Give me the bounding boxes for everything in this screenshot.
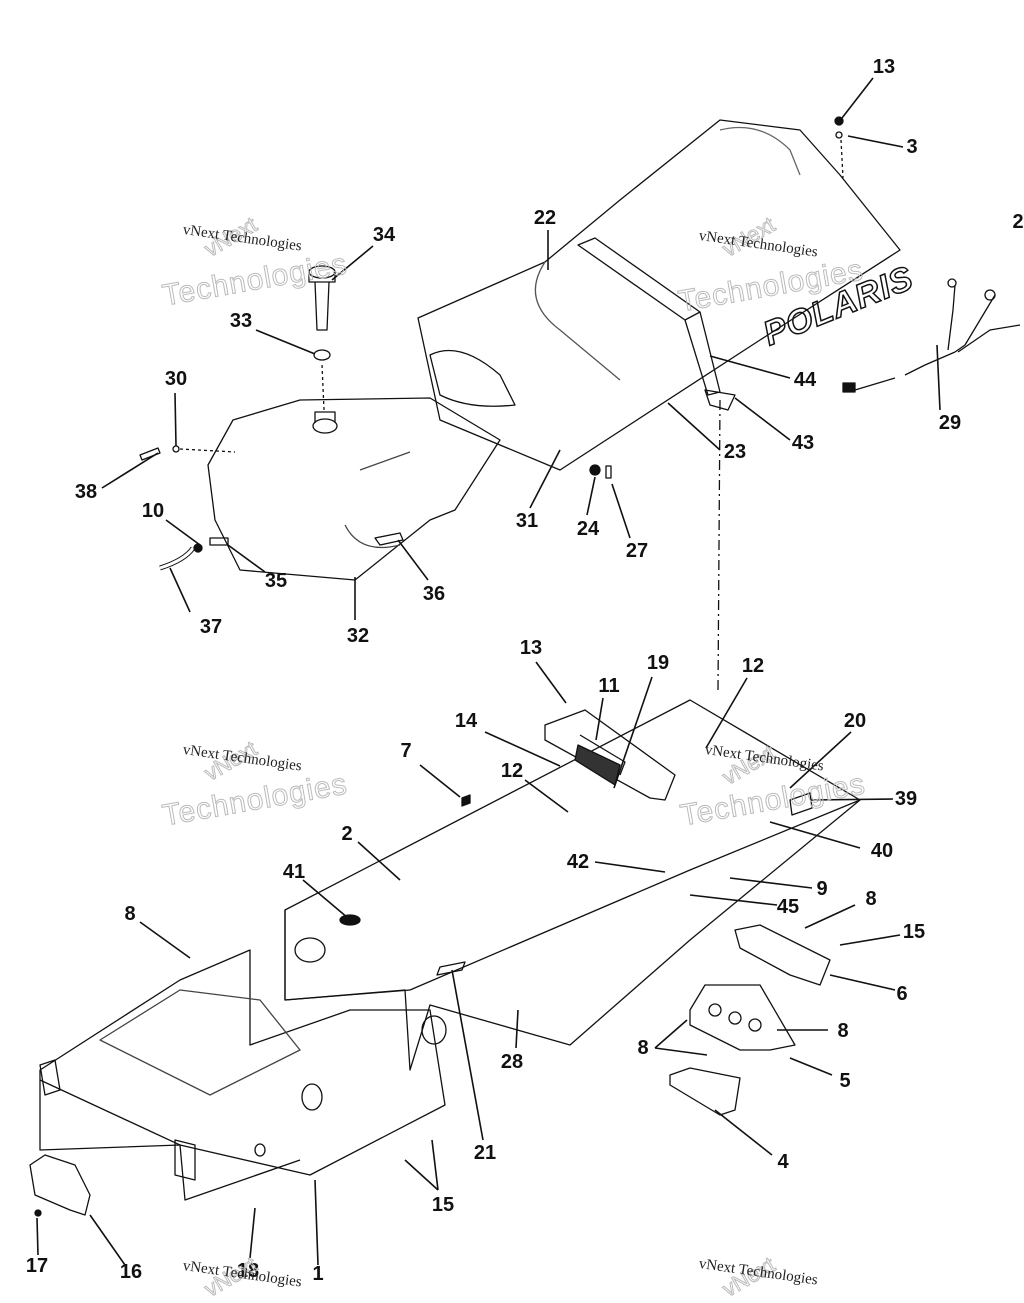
callout-32: 32	[346, 625, 370, 647]
callout-39: 39	[894, 788, 918, 810]
callout-14: 14	[454, 710, 478, 732]
callout-31: 31	[515, 510, 539, 532]
callout-30: 30	[164, 368, 188, 390]
callout-8d: 8	[637, 1037, 649, 1059]
callout-19: 19	[646, 652, 670, 674]
callout-12b: 12	[500, 760, 524, 782]
callout-15b: 15	[431, 1194, 455, 1216]
fuel-tank-part	[207, 397, 501, 581]
callout-5: 5	[839, 1070, 851, 1092]
callout-43: 43	[791, 432, 815, 454]
callout-28: 28	[500, 1051, 524, 1073]
callout-40: 40	[870, 840, 894, 862]
callout-37: 37	[199, 616, 223, 638]
callout-9: 9	[816, 878, 828, 900]
callout-8: 8	[124, 903, 136, 925]
callout-34: 34	[372, 224, 396, 246]
fuel-cap-part	[139, 265, 336, 571]
callout-4: 4	[777, 1151, 789, 1173]
callout-35: 35	[264, 570, 288, 592]
callout-12: 12	[741, 655, 765, 677]
callout-7: 7	[400, 740, 412, 762]
skid-plates-part	[669, 924, 831, 1116]
front-frame-part	[39, 949, 446, 1201]
callout-15: 15	[902, 921, 926, 943]
callout-21: 21	[473, 1142, 497, 1164]
chassis-tunnel-part	[284, 699, 861, 1071]
callout-22: 22	[533, 207, 557, 229]
callout-18: 18	[236, 1260, 260, 1282]
callout-16: 16	[119, 1261, 143, 1283]
callout-23: 23	[723, 441, 747, 463]
wiring-harness-part	[842, 278, 1021, 393]
callout-44: 44	[793, 369, 817, 391]
callout-1: 1	[312, 1263, 324, 1285]
callout-17: 17	[25, 1255, 49, 1277]
seat-part	[417, 119, 901, 471]
callout-2: 2	[1012, 211, 1024, 233]
callout-6: 6	[896, 983, 908, 1005]
cover-plate-part	[29, 1154, 91, 1217]
callout-13b: 13	[519, 637, 543, 659]
callout-45: 45	[776, 896, 800, 918]
leader-lines	[36, 77, 941, 1266]
callout-10: 10	[141, 500, 165, 522]
callout-13: 13	[872, 56, 896, 78]
callout-8c: 8	[837, 1020, 849, 1042]
callout-3: 3	[906, 136, 918, 158]
callout-42: 42	[566, 851, 590, 873]
callout-8b: 8	[865, 888, 877, 910]
callout-2b: 2	[341, 823, 353, 845]
callout-38: 38	[74, 481, 98, 503]
callout-11: 11	[598, 675, 620, 697]
callout-33: 33	[229, 310, 253, 332]
seat-hardware	[589, 116, 844, 691]
callout-27: 27	[625, 540, 649, 562]
callout-24: 24	[576, 518, 600, 540]
callout-36: 36	[422, 583, 446, 605]
callout-20: 20	[843, 710, 867, 732]
callout-29: 29	[938, 412, 962, 434]
callout-41: 41	[282, 861, 306, 883]
